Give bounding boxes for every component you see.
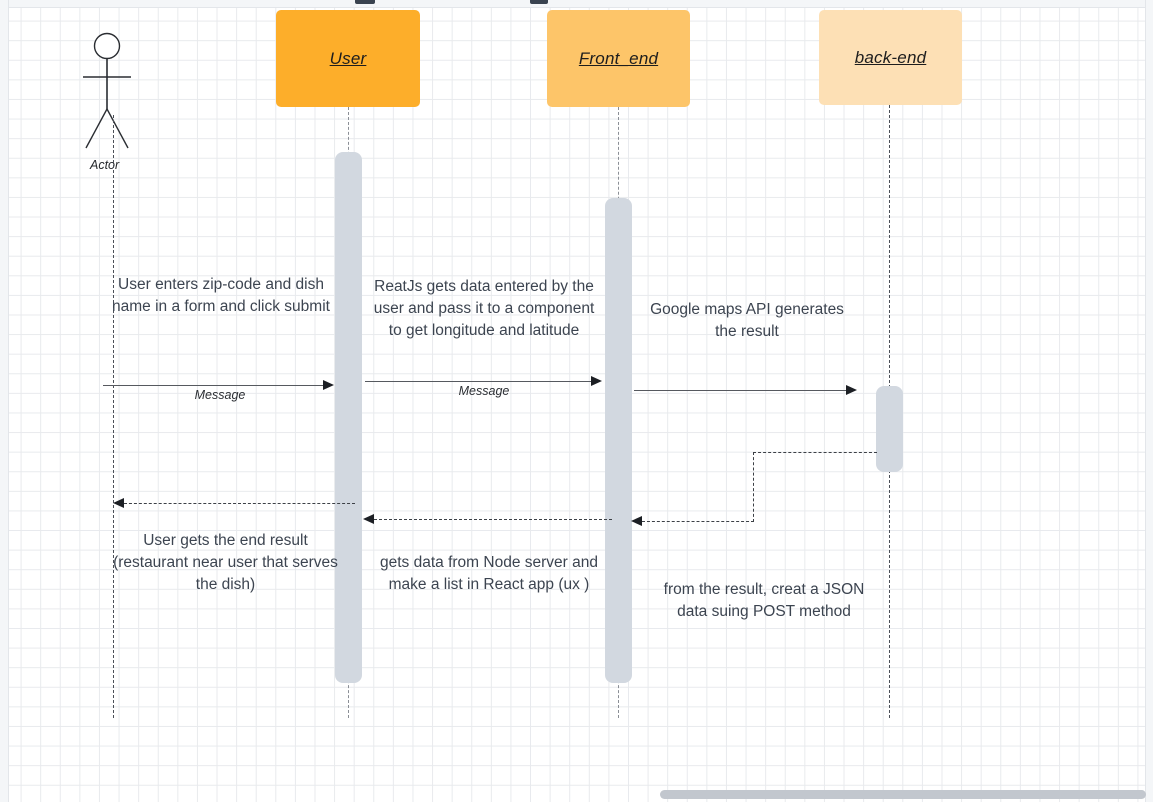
message-label-user-to-frontend: Message	[458, 384, 510, 398]
note-frontend-result: from the result, creat a JSON data suing…	[663, 581, 865, 620]
message-line-frontend-to-backend[interactable]	[634, 390, 848, 391]
note-user-process: ReatJs gets data entered by the user and…	[373, 278, 595, 339]
activation-bar-user[interactable]	[335, 152, 362, 683]
return-arrowhead-user-to-actor	[113, 498, 124, 508]
lifeline-title-user: User	[329, 48, 367, 68]
return-line-frontend-to-user[interactable]	[374, 519, 612, 520]
return-line-user-to-actor[interactable]	[124, 503, 355, 504]
canvas-left-ruler	[0, 0, 9, 802]
note-frontend-process: Google maps API generates the result	[650, 301, 844, 340]
return-arrowhead-backend-to-frontend	[631, 516, 642, 526]
lifeline-header-front-end[interactable]: Front_end	[547, 10, 690, 107]
return-line-backend-to-frontend[interactable]	[642, 521, 754, 522]
lifeline-title-front-end: Front_end	[578, 48, 659, 68]
lifeline-header-user[interactable]: User	[276, 10, 420, 107]
lifeline-header-back-end[interactable]: back-end	[819, 10, 962, 105]
return-line-backend-vertical-segment	[753, 452, 754, 522]
message-arrowhead-frontend-to-backend	[846, 385, 857, 395]
lifeline-spine-actor	[113, 115, 114, 718]
toolbar-nub-right	[530, 0, 548, 4]
toolbar-nub-left	[355, 0, 375, 4]
message-label-actor-to-user: Message	[194, 388, 246, 402]
message-arrowhead-user-to-frontend	[591, 376, 602, 386]
stick-figure-actor-icon	[83, 32, 131, 149]
actor-label: Actor	[90, 158, 120, 172]
horizontal-scrollbar[interactable]	[0, 788, 1153, 802]
note-actor-request: User enters zip-code and dish name in a …	[112, 276, 330, 315]
actor[interactable]	[78, 32, 136, 152]
activation-bar-back-end[interactable]	[876, 386, 903, 472]
message-line-actor-to-user[interactable]	[103, 385, 325, 386]
return-arrowhead-frontend-to-user	[363, 514, 374, 524]
message-arrowhead-actor-to-user	[323, 380, 334, 390]
canvas-right-ruler	[1145, 0, 1153, 802]
canvas-top-ruler	[0, 0, 1153, 8]
note-user-result: gets data from Node server and make a li…	[380, 554, 598, 593]
horizontal-scrollbar-thumb[interactable]	[660, 790, 1146, 799]
return-line-backend-top-segment[interactable]	[753, 452, 877, 453]
note-actor-result: User gets the end result (restaurant nea…	[113, 532, 338, 593]
lifeline-title-back-end: back-end	[854, 47, 927, 67]
message-line-user-to-frontend[interactable]	[365, 381, 593, 382]
activation-bar-front-end[interactable]	[605, 198, 632, 683]
